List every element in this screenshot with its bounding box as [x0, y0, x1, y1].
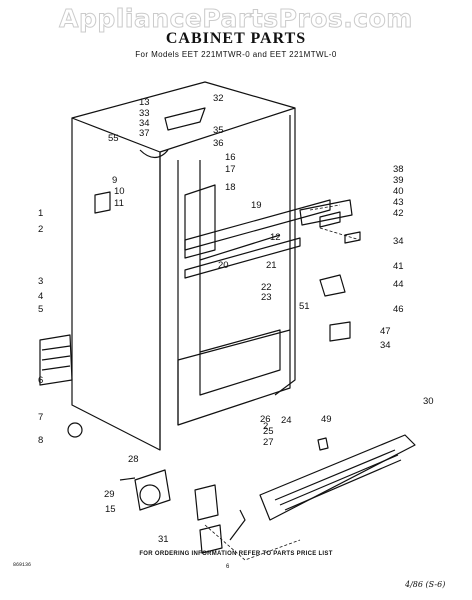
callout-37: 37 [139, 128, 150, 139]
cabinet-front-opening [159, 115, 291, 450]
callout-36: 36 [213, 138, 224, 149]
cabinet-drawing [39, 81, 416, 561]
callout-12: 12 [270, 232, 281, 243]
callout-20: 20 [218, 260, 229, 271]
callout-35: 35 [213, 125, 224, 136]
callout-17: 17 [225, 164, 236, 175]
document-number: 869136 [13, 562, 32, 568]
callout-49: 49 [321, 414, 332, 425]
callout-34: 34 [380, 340, 391, 351]
cabinet-interior-floor [177, 329, 291, 425]
callout-29: 29 [104, 489, 115, 500]
callout-5: 5 [38, 304, 43, 315]
page-number: 6 [226, 564, 230, 570]
callout-39: 39 [393, 175, 404, 186]
callout-42: 42 [393, 208, 404, 219]
callout-9: 9 [112, 175, 117, 186]
top-hinge [164, 107, 206, 131]
callout-38: 38 [393, 164, 404, 175]
callout-55: 55 [108, 133, 119, 144]
bracket-9 [94, 191, 111, 214]
callout-4: 4 [38, 291, 43, 302]
callout-44: 44 [393, 279, 404, 290]
callout-34: 34 [393, 236, 404, 247]
callout-23: 23 [261, 292, 272, 303]
callout-6: 6 [38, 375, 43, 386]
front-caster-bracket [134, 469, 171, 511]
callout-8: 8 [38, 435, 43, 446]
callout-18: 18 [225, 182, 236, 193]
rear-grille [41, 345, 71, 371]
cabinet-interior-back [199, 160, 281, 352]
callout-11: 11 [114, 198, 124, 209]
bracket-44 [319, 274, 346, 297]
bottom-hinge [194, 484, 219, 521]
callout-41: 41 [393, 261, 404, 272]
callout-32: 32 [213, 93, 224, 104]
callout-15: 15 [105, 504, 116, 515]
toe-grille-slots [274, 449, 402, 511]
watermark: AppliancePartsPros.com [59, 4, 413, 34]
hinge-stud-29 [119, 477, 136, 481]
page-title: CABINET PARTS [165, 30, 307, 47]
callout-28: 28 [128, 454, 139, 465]
front-caster [139, 484, 161, 506]
callout-51: 51 [299, 301, 310, 312]
callout-31: 31 [158, 534, 169, 545]
callout-19: 19 [251, 200, 262, 211]
ordering-note: FOR ORDERING INFORMATION REFER TO PARTS … [139, 551, 333, 557]
clip-43 [319, 211, 341, 228]
callout-21: 21 [266, 260, 277, 271]
callout-33: 33 [139, 108, 150, 119]
wire-55 [139, 149, 169, 159]
cabinet-top [71, 81, 296, 153]
callout-13: 13 [139, 97, 150, 108]
callout-27: 27 [263, 437, 274, 448]
door-stop-31 [199, 524, 223, 554]
callout-10: 10 [114, 186, 125, 197]
model-subtitle: For Models EET 221MTWR-0 and EET 221MTWL… [135, 50, 337, 59]
callout-7: 7 [38, 412, 43, 423]
clip-42 [344, 231, 361, 244]
rear-caster [67, 422, 83, 438]
rear-panel [39, 334, 73, 386]
callout-26: 26 [260, 414, 271, 425]
shelf-support [299, 199, 353, 226]
cabinet-left-side [71, 118, 161, 451]
handwritten-note: 4/86 (S-6) [405, 580, 446, 589]
callout-30: 30 [423, 396, 434, 407]
callout-24: 24 [281, 415, 292, 426]
callout-47: 47 [380, 326, 391, 337]
callout-25: 25 [263, 426, 274, 437]
callout-34: 34 [139, 118, 150, 129]
callout-2: 2 [38, 224, 43, 235]
callout-3: 3 [38, 276, 43, 287]
callout-40: 40 [393, 186, 404, 197]
callout-2: 2 [263, 421, 268, 432]
divider-rail-2 [184, 237, 301, 279]
cabinet-right-back [274, 108, 296, 396]
toe-grille [259, 434, 416, 521]
callout-16: 16 [225, 152, 236, 163]
callout-1: 1 [38, 208, 43, 219]
screw-49 [317, 437, 329, 451]
control-housing [184, 184, 216, 259]
callout-43: 43 [393, 197, 404, 208]
bracket-47 [329, 321, 351, 342]
bottom-hinge-pin [229, 509, 246, 541]
callout-22: 22 [261, 282, 272, 293]
dashed-guides [204, 204, 361, 561]
callout-46: 46 [393, 304, 404, 315]
